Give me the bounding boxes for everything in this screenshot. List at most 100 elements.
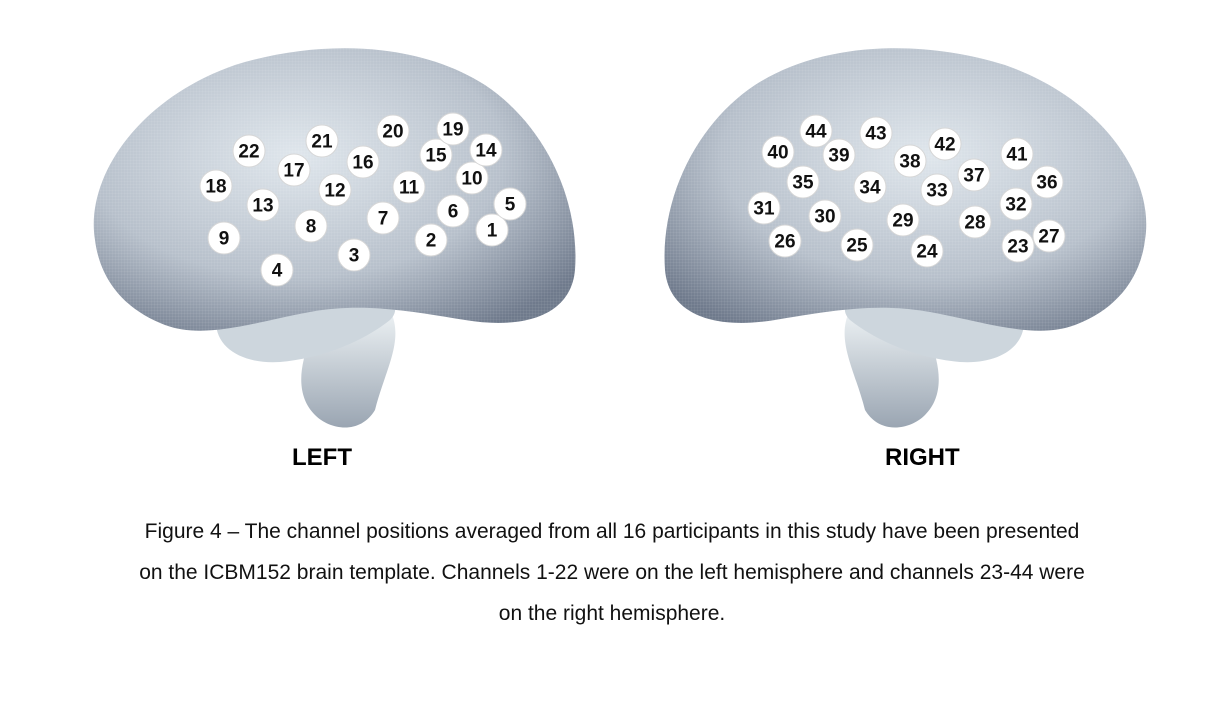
channel-number: 2 (426, 231, 437, 252)
right-channel-marker-30: 30 (808, 199, 842, 233)
right-channel-marker-25: 25 (840, 228, 874, 262)
channel-dot (808, 199, 842, 233)
channel-dot (886, 203, 920, 237)
right-channel-marker-26: 26 (768, 224, 802, 258)
channel-dot (337, 238, 371, 272)
channel-dot (419, 138, 453, 172)
channel-number: 6 (448, 202, 459, 223)
channel-dot (768, 224, 802, 258)
left-channel-marker-10: 10 (455, 161, 489, 195)
channel-number: 1 (487, 221, 498, 242)
left-channel-marker-14: 14 (469, 133, 503, 167)
channel-number: 14 (475, 141, 497, 162)
left-channel-marker-12: 12 (318, 173, 352, 207)
right-channel-marker-33: 33 (920, 173, 954, 207)
channel-dot (786, 165, 820, 199)
left-channel-marker-5: 5 (493, 187, 527, 221)
left-channel-marker-13: 13 (246, 188, 280, 222)
channel-number: 39 (828, 146, 849, 167)
channel-dot (893, 144, 927, 178)
channel-number: 21 (311, 132, 333, 153)
left-channel-marker-6: 6 (436, 194, 470, 228)
right-channel-marker-43: 43 (859, 116, 893, 150)
channel-dot (999, 187, 1033, 221)
channel-number: 41 (1006, 145, 1028, 166)
right-channel-marker-35: 35 (786, 165, 820, 199)
channel-number: 13 (252, 196, 273, 217)
left-channel-marker-22: 22 (232, 134, 266, 168)
caption-line: on the right hemisphere. (498, 602, 726, 625)
channel-dot (958, 205, 992, 239)
channel-number: 29 (892, 211, 913, 232)
channel-number: 23 (1007, 237, 1028, 258)
channel-number: 42 (934, 135, 955, 156)
right-channel-marker-31: 31 (747, 191, 781, 225)
channel-dot (928, 127, 962, 161)
channel-number: 38 (899, 152, 920, 173)
channel-number: 24 (916, 242, 938, 263)
right-channel-marker-38: 38 (893, 144, 927, 178)
channel-dot (910, 234, 944, 268)
left-channel-marker-11: 11 (392, 170, 426, 204)
channel-dot (455, 161, 489, 195)
right-channel-marker-29: 29 (886, 203, 920, 237)
channel-number: 28 (964, 213, 985, 234)
channel-number: 40 (767, 143, 788, 164)
right-channel-marker-34: 34 (853, 170, 887, 204)
left-channel-marker-20: 20 (376, 114, 410, 148)
channel-dot (305, 124, 339, 158)
right-channel-marker-44: 44 (799, 114, 833, 148)
channel-number: 22 (238, 142, 259, 163)
channel-dot (207, 221, 241, 255)
right-channel-marker-36: 36 (1030, 165, 1064, 199)
left-channel-marker-7: 7 (366, 201, 400, 235)
channel-number: 4 (272, 261, 283, 282)
left-channel-marker-1: 1 (475, 213, 509, 247)
channel-dot (840, 228, 874, 262)
channel-number: 35 (792, 173, 814, 194)
channel-number: 11 (399, 178, 420, 199)
channel-dot (957, 158, 991, 192)
caption-line: Figure 4 – The channel positions average… (144, 520, 1080, 543)
figure-caption: Figure 4 – The channel positions average… (60, 511, 1164, 634)
left-channel-marker-17: 17 (277, 153, 311, 187)
channel-number: 31 (753, 199, 775, 220)
left-channel-marker-9: 9 (207, 221, 241, 255)
channel-number: 8 (306, 217, 317, 238)
channel-dot (376, 114, 410, 148)
left-channel-marker-18: 18 (199, 169, 233, 203)
channel-dot (318, 173, 352, 207)
channel-number: 9 (219, 229, 230, 250)
right-channel-marker-40: 40 (761, 135, 795, 169)
brain-shape (664, 48, 1147, 428)
channel-dot (1030, 165, 1064, 199)
right-channel-marker-41: 41 (1000, 137, 1034, 171)
left-channel-marker-16: 16 (346, 145, 380, 179)
channel-dot (436, 194, 470, 228)
channel-dot (246, 188, 280, 222)
channel-dot (414, 223, 448, 257)
channel-number: 5 (505, 195, 516, 216)
left-channel-marker-19: 19 (436, 112, 470, 146)
channel-dot (761, 135, 795, 169)
channel-dot (493, 187, 527, 221)
right-channel-marker-28: 28 (958, 205, 992, 239)
channel-number: 37 (963, 166, 984, 187)
channel-number: 10 (461, 169, 482, 190)
channel-dot (853, 170, 887, 204)
right-channel-marker-37: 37 (957, 158, 991, 192)
channel-number: 7 (378, 209, 389, 230)
channel-number: 18 (205, 177, 226, 198)
channel-dot (392, 170, 426, 204)
channel-dot (859, 116, 893, 150)
channel-dot (1001, 229, 1035, 263)
channel-number: 33 (926, 181, 947, 202)
channel-number: 27 (1038, 227, 1059, 248)
left-channel-marker-3: 3 (337, 238, 371, 272)
right-channel-marker-23: 23 (1001, 229, 1035, 263)
channel-dot (469, 133, 503, 167)
right-channel-marker-24: 24 (910, 234, 944, 268)
